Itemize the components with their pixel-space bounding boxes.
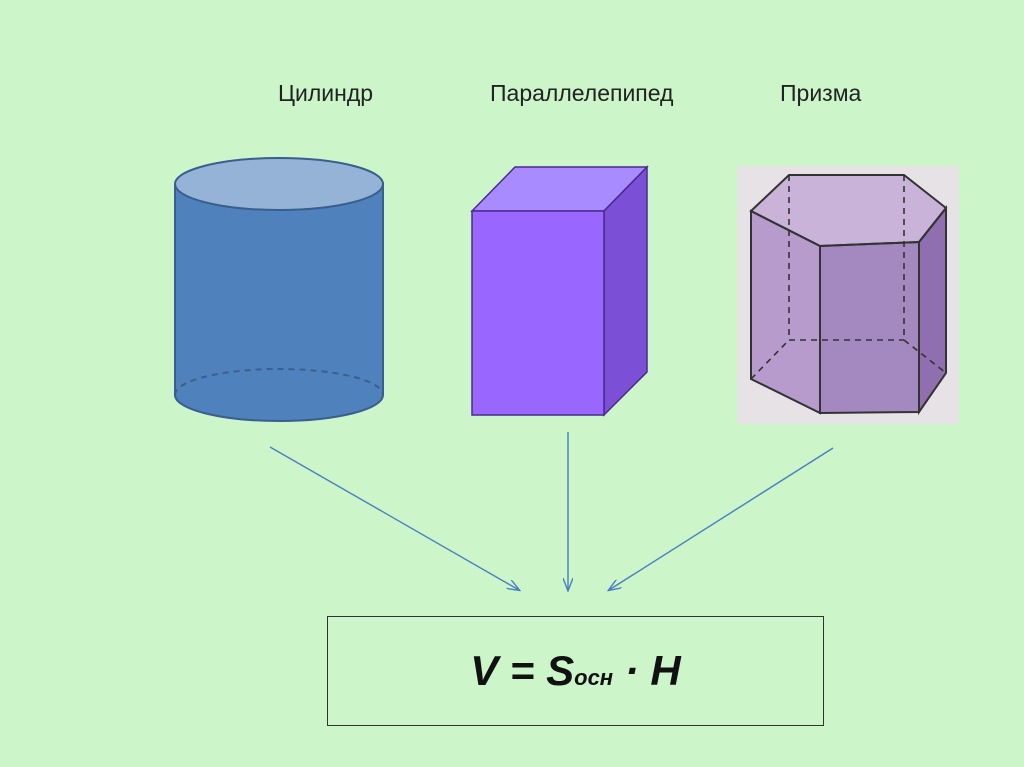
formula-equals: = [498, 647, 547, 694]
arrow-from-cylinder [269, 446, 519, 590]
prism-shape [737, 166, 959, 424]
formula-dot: · [613, 647, 651, 694]
prism-label: Призма [780, 80, 862, 106]
arrow-from-prism [609, 447, 834, 590]
formula-height: H [650, 647, 681, 694]
formula-subscript: осн [574, 665, 614, 690]
formula-box: V = Sосн · H [327, 616, 824, 726]
formula-volume: V [470, 647, 499, 694]
parallelepiped-shape [470, 165, 649, 417]
formula-area: S [546, 647, 575, 694]
volume-formula: V = Sосн · H [470, 647, 681, 695]
parallelepiped-label: Параллелепипед [490, 80, 674, 106]
cylinder-label: Цилиндр [278, 80, 374, 106]
cylinder-shape [174, 157, 384, 422]
